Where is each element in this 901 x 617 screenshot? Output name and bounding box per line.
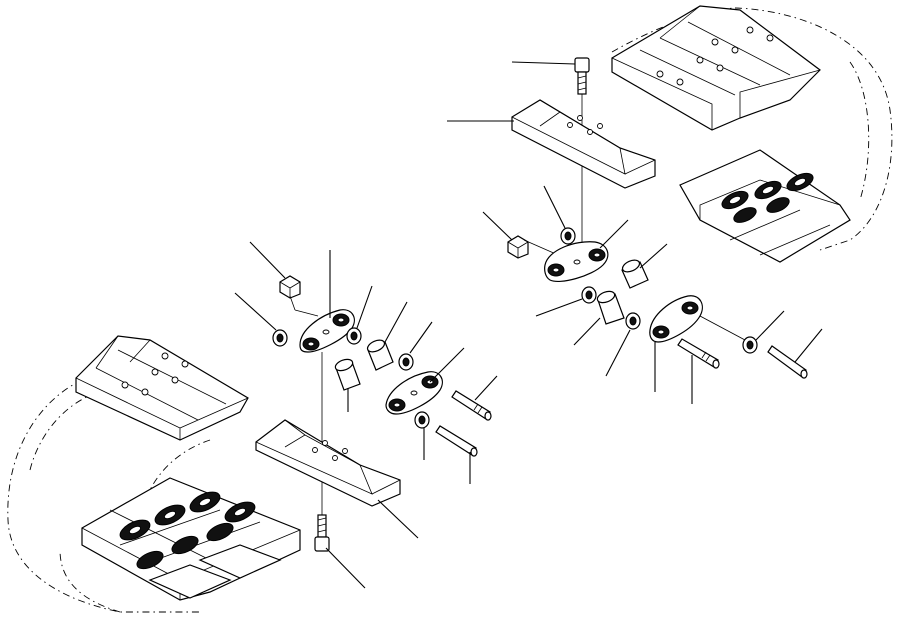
callout-1 [511,61,576,65]
bushing-lower-a [366,339,394,371]
link-upper-left [544,241,609,282]
callout-14 [249,241,286,279]
callout-8 [573,317,601,346]
callout-17 [356,285,373,329]
callout-21 [429,347,465,383]
bushing-lower-b [334,358,361,391]
seal-lower-mid [346,327,362,345]
upper-track-shoes [611,5,821,131]
pin-far-right [767,345,808,379]
callout-22 [474,375,498,401]
callout-13 [794,328,823,363]
link-upper-right [649,295,703,343]
bushing-mid [596,290,625,325]
upper-track-section [611,5,893,263]
lower-track-shoes [75,335,249,441]
seal-left [272,329,288,347]
seal-lower-b [398,353,414,371]
track-shoe-lower [255,419,401,507]
callout-3 [482,211,513,241]
callout-18 [384,301,408,343]
callout-5 [599,219,629,249]
seal-mid-right [625,312,641,330]
lower-track-loop-outline [7,379,200,613]
callout-11 [755,310,785,341]
callout-9 [605,329,631,377]
nut-left [279,275,301,299]
seal-lower-c [414,411,430,429]
bushing-upper-right [621,259,649,289]
callout-15 [234,292,277,331]
nut-upper [507,235,529,259]
upper-track-chain [679,149,851,263]
lower-track-section [7,335,301,613]
callout-6 [639,243,668,269]
seal-upper [560,227,576,245]
link-lower-right [385,371,443,415]
callout-4 [543,185,566,229]
lower-track-chain [81,477,301,601]
seal-far-right [742,336,758,354]
link-lower-left [299,309,355,353]
seal-mid-left [581,286,597,304]
pin-lower-b [435,425,478,457]
track-shoe-upper [511,99,656,189]
bolt-lower [314,514,330,552]
callout-19 [409,321,433,354]
bolt-upper [574,57,590,95]
pin-right [677,338,720,369]
pin-lower-a [451,390,492,421]
upper-track-loop-outline [734,7,893,251]
callout-7 [535,298,583,317]
